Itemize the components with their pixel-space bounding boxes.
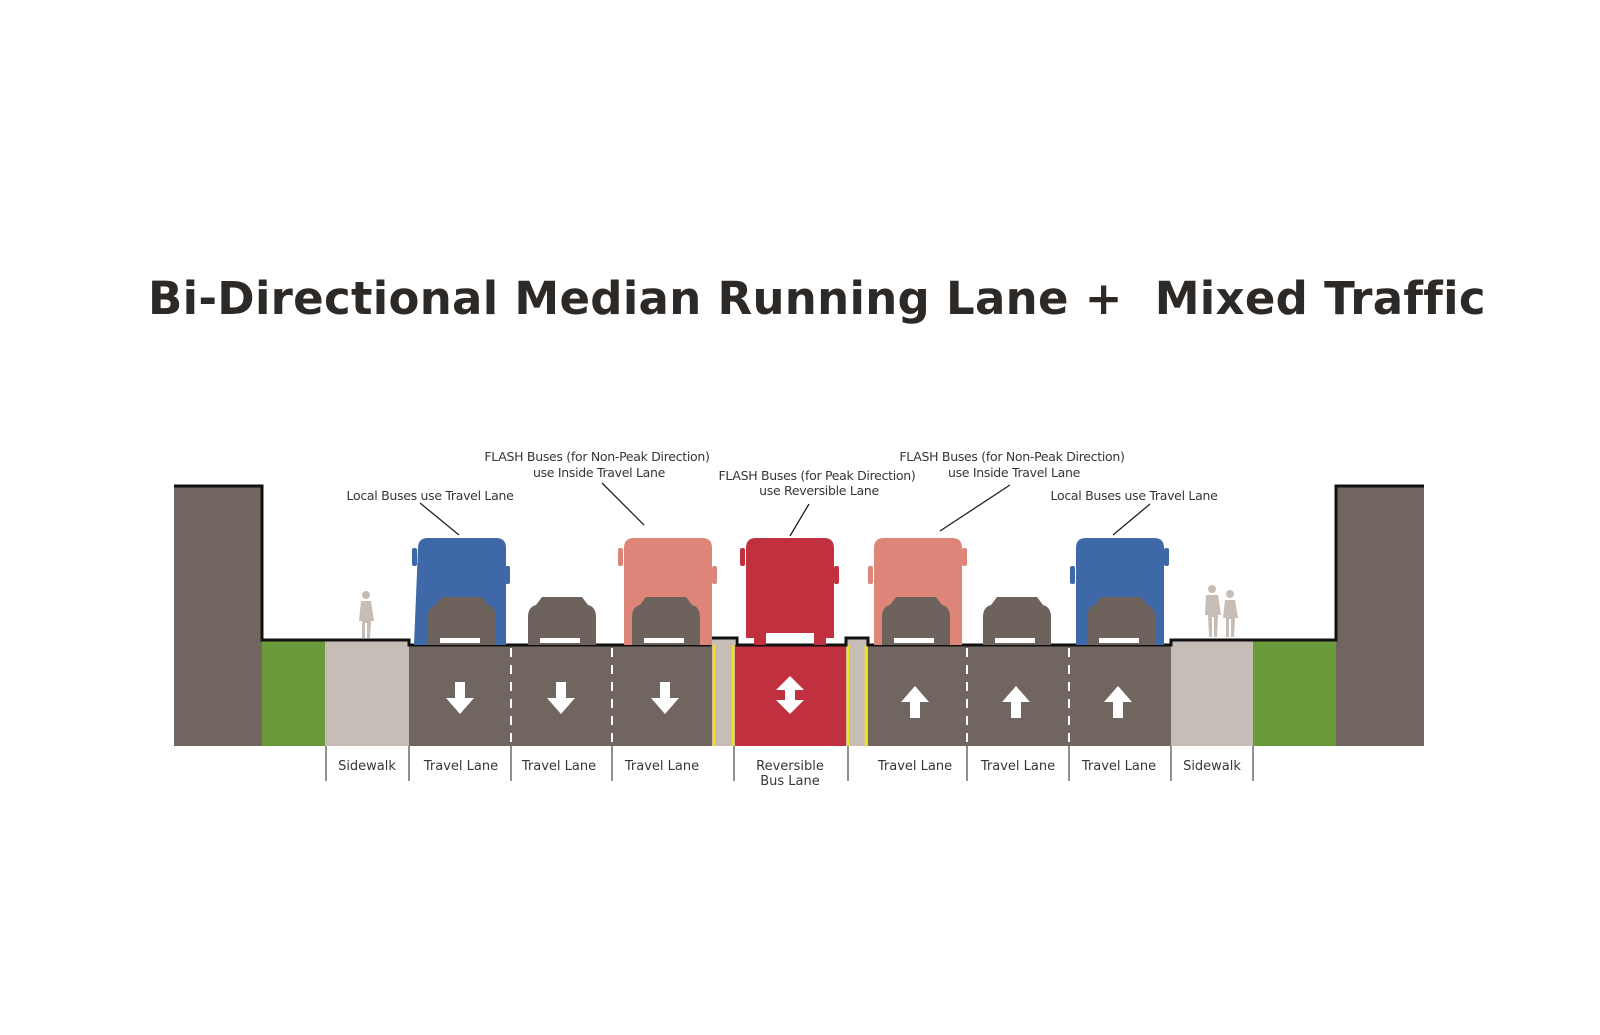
annotation-flash-nonpeak-right-line2: use Inside Travel Lane — [948, 465, 1081, 480]
car-icon — [528, 597, 596, 645]
arrow-up-icon — [1002, 686, 1030, 718]
lane-label-reversible-bus-lane-line2: Bus Lane — [760, 774, 820, 789]
arrow-down-icon — [651, 682, 679, 714]
lane-label-ticks — [325, 746, 1254, 781]
lane-label-travel-lane: Travel Lane — [521, 759, 596, 774]
lane-label-travel-lane: Travel Lane — [624, 759, 699, 774]
median-right — [846, 638, 868, 746]
arrow-up-icon — [901, 686, 929, 718]
annotation-local-buses-left: Local Buses use Travel Lane — [347, 488, 515, 503]
annotation-flash-nonpeak-left-line2: use Inside Travel Lane — [533, 465, 666, 480]
building-left — [174, 486, 262, 746]
annotation-flash-peak-line2: use Reversible Lane — [759, 483, 879, 498]
sidewalk-right — [1171, 640, 1253, 746]
arrow-down-icon — [547, 682, 575, 714]
arrow-up-down-icon — [776, 676, 804, 714]
lane-label-sidewalk-left: Sidewalk — [338, 759, 396, 774]
annotation-flash-nonpeak-left: FLASH Buses (for Non-Peak Direction) — [484, 449, 709, 464]
arrow-up-icon — [1104, 686, 1132, 718]
flash-bus-peak-icon — [740, 538, 839, 645]
car-icon — [983, 597, 1051, 645]
page-title: Bi-Directional Median Running Lane + Mix… — [148, 272, 1486, 325]
annotation-flash-peak: FLASH Buses (for Peak Direction) — [719, 468, 916, 483]
car-icon — [632, 597, 700, 645]
arrow-down-icon — [446, 682, 474, 714]
car-icon — [1087, 597, 1155, 645]
planting-strip-right — [1253, 640, 1336, 746]
annotation-local-buses-right: Local Buses use Travel Lane — [1051, 488, 1219, 503]
lane-label-sidewalk-right: Sidewalk — [1183, 759, 1241, 774]
lane-label-travel-lane: Travel Lane — [980, 759, 1055, 774]
annotation-flash-nonpeak-right: FLASH Buses (for Non-Peak Direction) — [899, 449, 1124, 464]
lane-label-reversible-bus-lane: Reversible — [756, 759, 824, 774]
lane-label-travel-lane: Travel Lane — [423, 759, 498, 774]
building-right — [1336, 486, 1424, 746]
median-left — [712, 638, 735, 746]
pedestrian-icon — [1205, 585, 1221, 637]
ground-profile — [174, 484, 1424, 647]
pedestrian-icon — [1223, 590, 1238, 637]
sidewalk-left — [325, 640, 409, 746]
lane-label-travel-lane: Travel Lane — [877, 759, 952, 774]
car-icon — [428, 597, 496, 645]
pedestrian-icon — [359, 591, 374, 638]
lane-label-travel-lane: Travel Lane — [1081, 759, 1156, 774]
car-icon — [882, 597, 950, 645]
planting-strip-left — [262, 640, 325, 746]
